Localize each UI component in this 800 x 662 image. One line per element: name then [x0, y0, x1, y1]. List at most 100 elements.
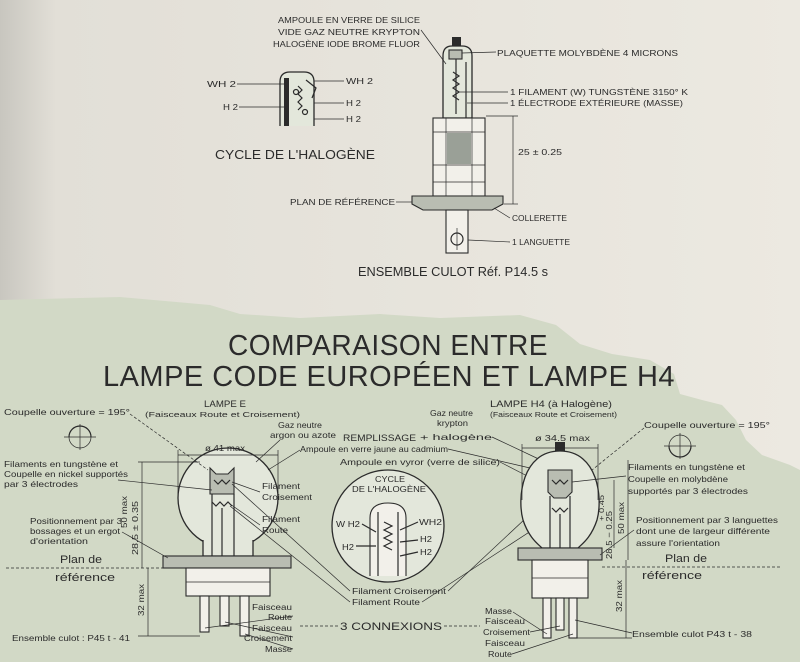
lamp-h4-reference-plane: référence	[642, 570, 702, 582]
lamp-h4-base-assembly: Ensemble culot P43 t - 38	[632, 629, 752, 639]
leader-line	[493, 207, 511, 219]
lamp-e-filament-low: Filament	[262, 481, 301, 491]
cycle-label: H 2	[346, 114, 361, 124]
fill-right-gas: Gaz neutre	[430, 408, 473, 418]
lamp-h4-pin	[542, 597, 552, 639]
leader-line	[231, 483, 351, 592]
leader-line	[599, 529, 635, 556]
lamp-h4-beams: (Faisceaux Route et Croisement)	[490, 410, 618, 419]
lamp-e-beams: (Faisceaux Route et Croisement)	[145, 410, 301, 419]
glass-label-line: AMPOULE EN VERRE DE SILICE	[278, 15, 420, 25]
cycle-arrow	[399, 551, 419, 557]
lamp-h4-shield	[547, 469, 573, 499]
leader-line	[461, 51, 497, 54]
leader-line	[574, 619, 633, 634]
lamp-h4-filament-support: Filaments en tungstène et	[628, 462, 746, 472]
lamp-e-filament-support: Filaments en tungstène et	[4, 459, 119, 469]
fill-right-gas: krypton	[437, 418, 468, 428]
reference-plane-label: PLAN DE RÉFÉRENCE	[290, 197, 395, 207]
leader-line	[267, 449, 301, 471]
lamp-h4-height-dim: 50 max	[616, 501, 626, 534]
leader-line	[529, 625, 561, 633]
base-assembly-label: ENSEMBLE CULOT Réf. P14.5 s	[358, 265, 548, 279]
lamp-h4-leader-lines	[511, 427, 780, 655]
glass-yellow-label: Ampoule en verre jaune au cadmium	[300, 444, 448, 454]
molybdenum-plate-shape	[448, 49, 463, 60]
leader-line	[511, 633, 574, 655]
lamp-h4-filament-high	[551, 507, 569, 513]
cycle-arrow	[305, 79, 317, 99]
filament-label: 1 FILAMENT (W) TUNGSTÈNE 3150° K	[510, 87, 688, 97]
lamp-h4-positioning: dont une de largeur différente	[636, 526, 770, 536]
cup-opening-icon	[64, 424, 96, 450]
lamp-e-base-dim: 32 max	[136, 583, 146, 616]
lamp-e-filament-low	[213, 479, 231, 485]
cycle-support-bar	[284, 78, 289, 126]
lamp-e-focal-dim: 28.5 ± 0.35	[130, 501, 140, 555]
center-cycle-title: CYCLE	[375, 474, 405, 484]
bulb-tip	[452, 37, 461, 47]
center-cycle-label: H2	[420, 547, 432, 557]
fill-left-gas: Gaz neutre	[278, 420, 322, 430]
lamp-e-cup-opening: Coupelle ouverture = 195°	[4, 407, 130, 417]
leader-line	[229, 505, 351, 603]
fill-label: REMPLISSAGE	[343, 433, 416, 444]
lamp-e-flange	[162, 555, 292, 569]
lamp-e-connection-label: Croisement	[244, 633, 293, 643]
leader-line	[204, 615, 294, 629]
lamp-h4-reference-plane: Plan de	[665, 553, 707, 565]
lamp-e-connection-label: Route	[268, 612, 292, 622]
cycle-arrow	[399, 539, 419, 543]
leader-line	[129, 413, 209, 471]
cycle-particle	[301, 108, 309, 116]
leader-line	[467, 239, 511, 243]
leader-line	[512, 611, 548, 635]
leader-line	[447, 448, 531, 469]
center-cycle-label: WH2	[419, 517, 442, 527]
leader-line	[224, 621, 294, 638]
fill-right-gas: + halogène	[420, 432, 492, 442]
lamp-e-cup	[209, 466, 235, 495]
leader-line	[571, 475, 627, 483]
lamp-h4-positioning: assure l'orientation	[636, 538, 720, 548]
lamp-e-reference-plane: Plan de	[60, 554, 102, 566]
fill-left-gas: argon ou azote	[270, 430, 336, 440]
dimension-label: 25 ± 0.25	[518, 147, 562, 157]
connections-label: 3 CONNEXIONS	[340, 621, 442, 633]
lamp-h4-focal-dim: 28.5 − 0.25	[604, 511, 614, 559]
lamp-h4-base-dim: 32 max	[614, 579, 624, 612]
leader-line	[491, 436, 546, 463]
lamp-e-base-assembly: Ensemble culot : P45 t - 41	[12, 633, 130, 643]
lamp-h4-positioning: Positionnement par 3 languettes	[636, 515, 778, 525]
center-filament-low: Filament Croisement	[352, 586, 447, 596]
leader-line	[121, 531, 169, 559]
lamp-e-filament-support: par 3 électrodes	[4, 479, 78, 489]
leader-line	[229, 503, 261, 526]
center-cycle-label: H2	[420, 534, 432, 544]
center-cycle-label: H2	[342, 542, 354, 552]
glass-label-line: HALOGÈNE IODE BROME FLUOR	[273, 39, 420, 49]
lamp-h4-base	[531, 559, 589, 599]
lamp-h4-connection-label: Faisceau	[485, 616, 525, 626]
leader-line	[255, 439, 281, 463]
lamp-e-drawing	[162, 447, 292, 637]
lamp-e-filament-low: Croisement	[262, 492, 313, 502]
cup-opening-icon-right	[664, 433, 696, 459]
glass-label-line: VIDE GAZ NEUTRE KRYPTON	[278, 27, 420, 37]
lamp-e-connection-label: Faisceau	[252, 623, 292, 633]
lamp-h4-connection-label: Masse	[485, 606, 512, 616]
tab-label: 1 LANGUETTE	[512, 237, 570, 247]
top-leader-lines	[396, 29, 518, 243]
top-bulb-drawing	[411, 37, 504, 254]
lamp-e-positioning: Positionnement par 3	[30, 516, 122, 526]
leader-line	[231, 481, 261, 493]
collar-label: COLLERETTE	[512, 213, 567, 223]
lamp-e-filament-high	[211, 501, 233, 507]
lamp-e-positioning: d'orientation	[30, 536, 88, 546]
glass-vycor-label: Ampoule en vyror (verre de silice)	[340, 457, 500, 467]
lamp-h4-pin	[555, 597, 565, 631]
lamp-h4-cup-opening: Coupelle ouverture = 195°	[644, 420, 770, 430]
lamp-e-pin	[219, 595, 230, 627]
cycle-label: H 2	[346, 98, 361, 108]
lamp-e-pin	[199, 595, 210, 633]
